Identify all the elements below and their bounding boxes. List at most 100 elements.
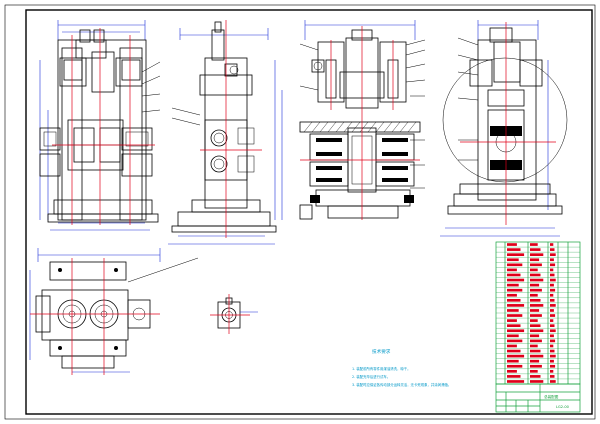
notes-line-1: 1. 装配前所有零件用煤油清洗，晾干。 bbox=[352, 366, 411, 371]
notes-title: 技术要求 bbox=[372, 348, 391, 355]
parts-cell-mark bbox=[550, 243, 554, 246]
parts-cell-mark bbox=[507, 334, 519, 338]
parts-cell-mark bbox=[530, 243, 538, 246]
parts-cell-mark bbox=[507, 354, 525, 358]
parts-cell-mark bbox=[550, 359, 554, 363]
parts-cell-mark bbox=[550, 344, 554, 348]
parts-cell-mark bbox=[507, 263, 523, 267]
parts-cell-mark bbox=[507, 248, 521, 251]
end-view bbox=[440, 20, 568, 237]
parts-cell-mark bbox=[507, 288, 523, 292]
detail-view bbox=[210, 294, 258, 334]
parts-cell-mark bbox=[530, 324, 541, 328]
parts-cell-mark bbox=[530, 309, 540, 312]
front-view bbox=[39, 20, 161, 231]
parts-cell-mark bbox=[550, 364, 556, 368]
parts-cell-mark bbox=[530, 283, 540, 287]
parts-cell-mark bbox=[507, 324, 521, 328]
parts-cell-mark bbox=[507, 293, 517, 297]
parts-cell-mark bbox=[507, 329, 525, 333]
drawing-name: 总装配图 bbox=[544, 394, 559, 399]
sheet-border-inner bbox=[25, 9, 593, 415]
parts-cell-mark bbox=[530, 364, 542, 368]
parts-cell-mark bbox=[507, 359, 519, 363]
parts-cell-mark bbox=[550, 369, 554, 373]
parts-cell-mark bbox=[550, 268, 554, 272]
section-view bbox=[299, 20, 426, 220]
parts-cell-mark bbox=[550, 273, 555, 277]
side-view bbox=[168, 20, 283, 245]
parts-cell-mark bbox=[530, 334, 540, 338]
parts-cell-mark bbox=[507, 243, 517, 246]
parts-cell-mark bbox=[550, 349, 555, 353]
sheet-border-outer bbox=[4, 4, 596, 420]
parts-cell-mark bbox=[550, 283, 554, 287]
parts-cell-mark bbox=[530, 278, 544, 282]
notes-line-2: 2. 装配完毕后进行试车。 bbox=[352, 374, 390, 379]
parts-cell-mark bbox=[530, 329, 544, 333]
parts-cell-mark bbox=[530, 248, 541, 251]
parts-cell-mark bbox=[530, 263, 542, 267]
parts-cell-mark bbox=[530, 288, 542, 292]
parts-cell-mark bbox=[530, 273, 541, 277]
parts-cell-mark bbox=[530, 369, 538, 373]
parts-cell-mark bbox=[550, 298, 555, 302]
parts-cell-mark bbox=[507, 369, 517, 373]
parts-cell-mark bbox=[550, 288, 556, 292]
parts-cell-mark bbox=[530, 344, 538, 348]
parts-cell-mark bbox=[507, 253, 525, 257]
parts-cell-mark bbox=[530, 349, 541, 353]
parts-cell-mark bbox=[507, 273, 521, 277]
parts-cell-mark bbox=[507, 344, 517, 348]
parts-cell-mark bbox=[550, 304, 556, 307]
parts-cell-mark bbox=[530, 339, 542, 343]
parts-cell-mark bbox=[550, 314, 556, 317]
parts-cell-mark bbox=[550, 339, 556, 343]
parts-cell-mark bbox=[550, 309, 554, 312]
parts-cell-mark bbox=[550, 293, 554, 297]
parts-cell-mark bbox=[530, 253, 544, 257]
parts-cell-mark bbox=[550, 253, 556, 257]
parts-cell-mark bbox=[507, 339, 523, 343]
parts-cell-mark bbox=[507, 349, 521, 353]
parts-cell-mark bbox=[530, 359, 540, 363]
parts-cell-mark bbox=[507, 375, 521, 378]
parts-cell-mark bbox=[550, 375, 555, 378]
parts-cell-mark bbox=[507, 319, 517, 322]
parts-cell-mark bbox=[530, 314, 542, 317]
parts-cell-mark bbox=[530, 380, 544, 383]
parts-cell-mark bbox=[550, 329, 556, 333]
notes-line-3: 3. 装配时应保证各传动部分运转灵活，无卡死现象，并涂润滑脂。 bbox=[352, 382, 451, 387]
parts-cell-mark bbox=[530, 298, 541, 302]
parts-cell-mark bbox=[507, 309, 519, 312]
parts-cell-mark bbox=[550, 278, 556, 282]
parts-cell-mark bbox=[530, 268, 538, 272]
parts-cell-mark bbox=[507, 314, 523, 317]
parts-cell-mark bbox=[507, 304, 525, 307]
parts-cell-mark bbox=[530, 304, 544, 307]
parts-cell-mark bbox=[550, 380, 556, 383]
parts-cell-mark bbox=[507, 364, 523, 368]
parts-list bbox=[495, 241, 581, 385]
parts-cell-mark bbox=[550, 324, 555, 328]
parts-cell-mark bbox=[550, 319, 554, 322]
parts-cell-mark bbox=[530, 354, 544, 358]
parts-cell-mark bbox=[550, 263, 556, 267]
parts-cell-mark bbox=[507, 298, 521, 302]
parts-cell-mark bbox=[550, 258, 554, 262]
parts-cell-mark bbox=[507, 283, 519, 287]
parts-cell-mark bbox=[530, 293, 538, 297]
title-block: 总装配图 LG2-00 bbox=[495, 383, 581, 413]
parts-cell-mark bbox=[550, 354, 556, 358]
parts-cell-mark bbox=[530, 319, 538, 322]
parts-cell-mark bbox=[507, 258, 519, 262]
technical-notes: 技术要求 1. 装配前所有零件用煤油清洗，晾干。 2. 装配完毕后进行试车。 3… bbox=[352, 348, 451, 387]
parts-cell-mark bbox=[507, 380, 525, 383]
parts-cell-mark bbox=[550, 248, 555, 251]
parts-cell-mark bbox=[530, 258, 540, 262]
plan-view bbox=[29, 248, 199, 375]
parts-cell-mark bbox=[507, 278, 525, 282]
parts-cell-mark bbox=[550, 334, 554, 338]
parts-cell-mark bbox=[530, 375, 541, 378]
